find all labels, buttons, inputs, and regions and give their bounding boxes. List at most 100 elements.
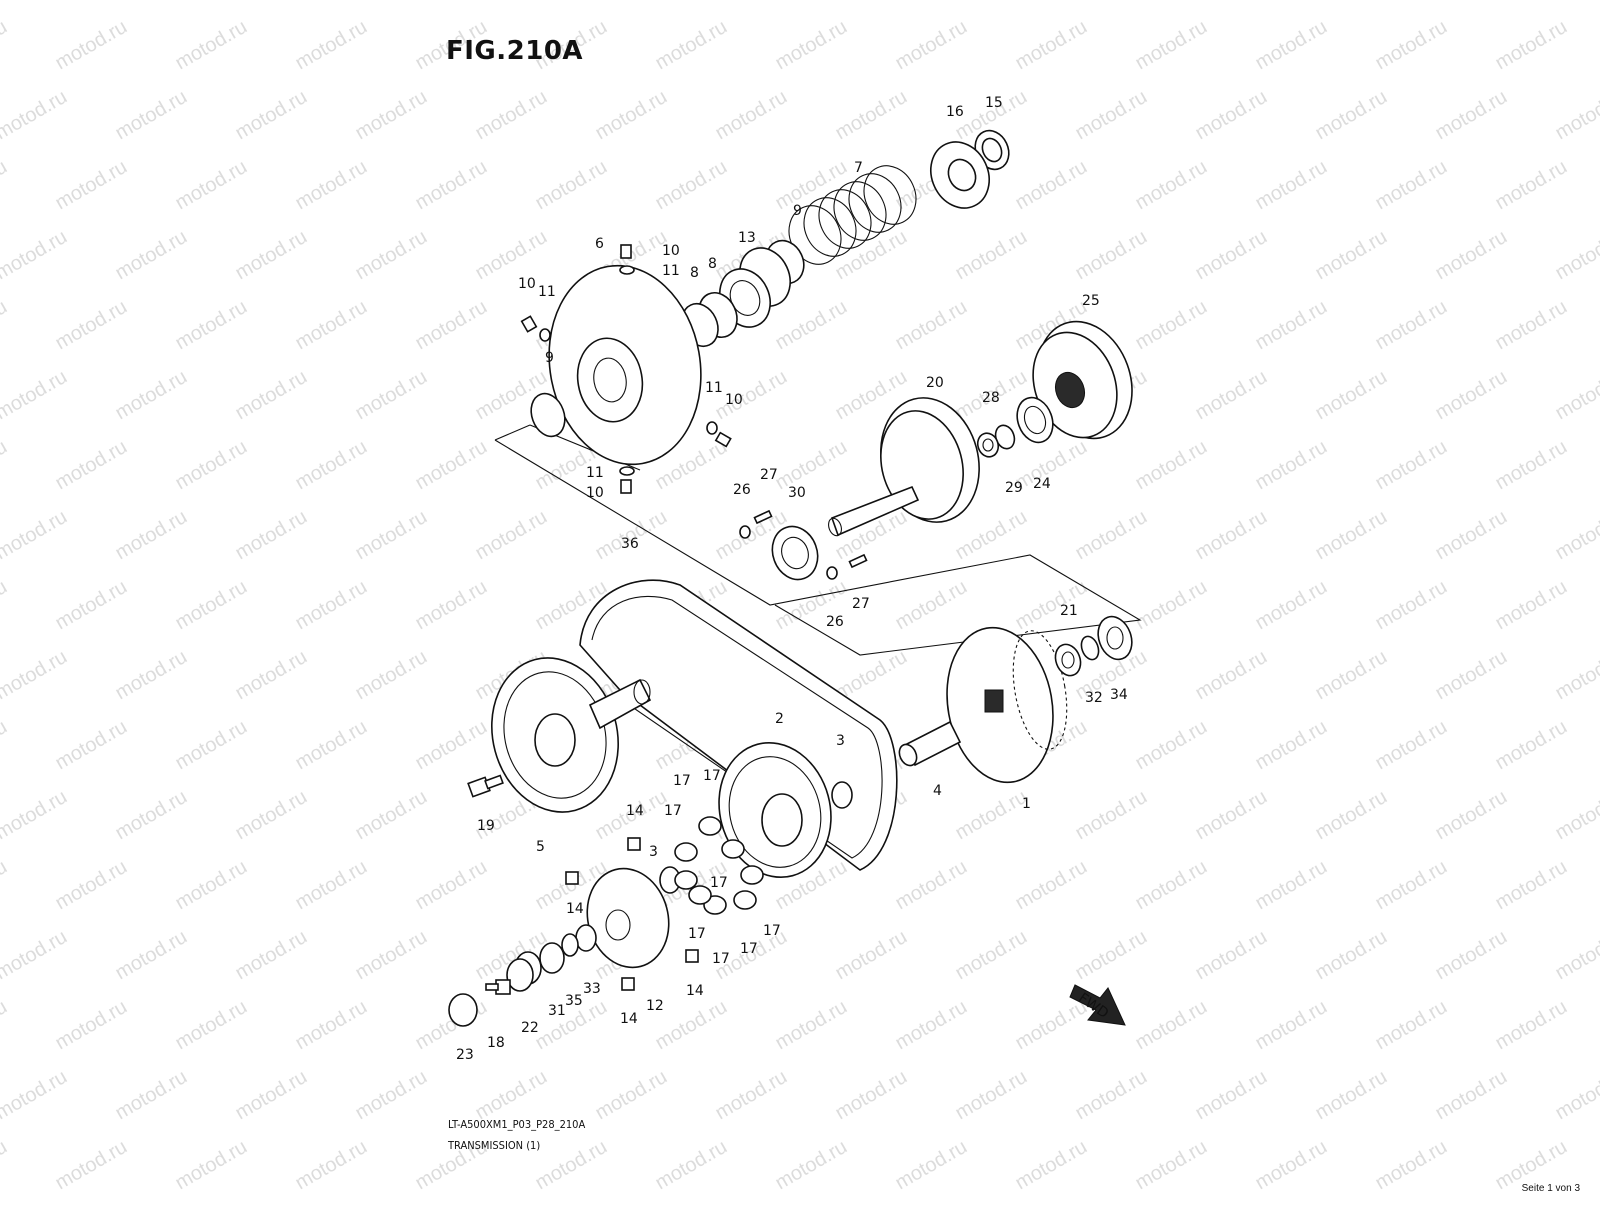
watermark-text: motod.ru [412,576,491,635]
watermark-text: motod.ru [1192,646,1271,705]
callout-30: 30 [788,485,806,501]
watermark-text: motod.ru [472,86,551,145]
part-6-sheave[interactable] [534,253,716,476]
part-14-guide[interactable] [686,950,698,962]
watermark-text: motod.ru [592,86,671,145]
watermark-text: motod.ru [1132,856,1211,915]
part-21-washer[interactable] [1051,641,1084,679]
callout-10: 10 [662,243,680,259]
callout-11: 11 [662,263,680,279]
part-11-washer[interactable] [540,329,550,341]
watermark-text: motod.ru [1192,926,1271,985]
part-19-bolt[interactable] [468,776,503,797]
watermark-text: motod.ru [52,856,131,915]
watermark-text: motod.ru [172,576,251,635]
watermark-text: motod.ru [112,86,191,145]
watermark-text: motod.ru [1552,506,1600,565]
part-1-drive-face[interactable] [935,619,1075,791]
watermark-text: motod.ru [472,226,551,285]
watermark-text: motod.ru [52,576,131,635]
part-3-bushing[interactable] [832,782,852,808]
watermark-text: motod.ru [412,716,491,775]
watermark-text: motod.ru [1192,226,1271,285]
part-11-washer[interactable] [707,422,717,434]
part-35-o-ring[interactable] [562,934,578,956]
callout-27: 27 [760,467,778,483]
watermark-text: motod.ru [652,156,731,215]
watermark-text: motod.ru [1432,226,1511,285]
watermark-text: motod.ru [952,1066,1031,1125]
callout-23: 23 [456,1047,474,1063]
part-10-screw[interactable] [621,245,631,258]
watermark-text: motod.ru [292,996,371,1055]
part-10-screw[interactable] [621,480,631,493]
part-11-washer[interactable] [620,266,634,274]
watermark-text: motod.ru [0,506,71,565]
part-10-screw[interactable] [522,316,537,331]
watermark-text: motod.ru [772,436,851,495]
watermark-text: motod.ru [1492,156,1571,215]
watermark-text: motod.ru [52,156,131,215]
part-26-washer[interactable] [827,567,837,579]
callout-7: 7 [854,160,863,176]
part-26-washer[interactable] [740,526,750,538]
callout-29: 29 [1005,480,1023,496]
part-31-bearing[interactable] [540,943,564,973]
watermark-text: motod.ru [1132,156,1211,215]
callout-25: 25 [1082,293,1100,309]
part-14-guide[interactable] [566,872,578,884]
part-11-washer[interactable] [620,467,634,475]
watermark-text: motod.ru [352,86,431,145]
watermark-text: motod.ru [1552,86,1600,145]
watermark-text: motod.ru [1072,506,1151,565]
callout-9: 9 [545,350,554,366]
watermark-text: motod.ru [232,0,311,4]
callout-24: 24 [1033,476,1051,492]
watermark-text: motod.ru [472,0,551,4]
watermark-text: motod.ru [892,296,971,355]
watermark-text: motod.ru [1252,16,1331,75]
watermark-text: motod.ru [1372,996,1451,1055]
part-14-guide[interactable] [628,838,640,850]
watermark-text: motod.ru [52,716,131,775]
part-33-seal[interactable] [576,925,596,951]
watermark-text: motod.ru [832,226,911,285]
part-23-cap[interactable] [449,994,477,1026]
part-18-bolt[interactable] [486,980,510,994]
watermark-text: motod.ru [292,1136,371,1195]
watermark-text: motod.ru [1132,296,1211,355]
watermark-text: motod.ru [772,296,851,355]
callout-32: 32 [1085,690,1103,706]
callout-19: 19 [477,818,495,834]
watermark-text: motod.ru [772,16,851,75]
watermark-text: motod.ru [1372,16,1451,75]
part-4-spacer[interactable] [896,722,960,768]
callout-31: 31 [548,1003,566,1019]
watermark-text: motod.ru [172,156,251,215]
part-14-guide[interactable] [622,978,634,990]
callout-14: 14 [626,803,644,819]
watermark-text: motod.ru [0,786,71,845]
callout-26: 26 [826,614,844,630]
watermark-text: motod.ru [892,576,971,635]
watermark-text: motod.ru [532,156,611,215]
watermark-text: motod.ru [0,576,11,635]
callout-11: 11 [586,465,604,481]
callout-14: 14 [566,901,584,917]
watermark-text: motod.ru [52,1136,131,1195]
watermark-text: motod.ru [1432,506,1511,565]
watermark-text: motod.ru [412,856,491,915]
watermark-text: motod.ru [892,1136,971,1195]
watermark-text: motod.ru [0,716,11,775]
watermark-text: motod.ru [112,1066,191,1125]
watermark-text: motod.ru [1252,716,1331,775]
watermark-text: motod.ru [292,16,371,75]
watermark-text: motod.ru [352,226,431,285]
callout-4: 4 [933,783,942,799]
watermark-text: motod.ru [0,436,11,495]
watermark-text: motod.ru [292,716,371,775]
callout-28: 28 [982,390,1000,406]
watermark-text: motod.ru [1132,996,1211,1055]
